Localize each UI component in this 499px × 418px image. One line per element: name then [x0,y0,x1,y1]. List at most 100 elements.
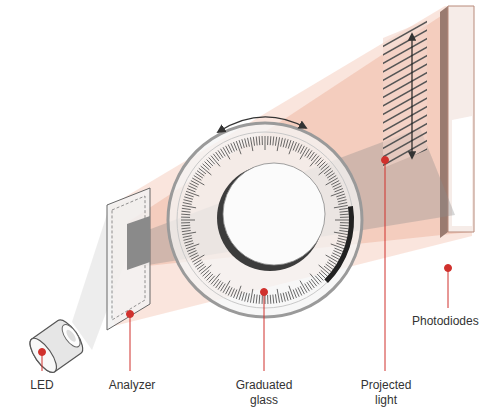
tick-mark [293,142,296,150]
part-label: LED [22,378,62,393]
tick-mark [181,214,190,216]
tick-mark [337,241,346,243]
grating-line [380,54,430,82]
tick-mark [242,292,244,301]
part-label: Graduated glass [232,378,296,408]
tick-mark [293,290,296,298]
tick-mark [288,291,291,300]
tick-mark [283,138,285,147]
tick-mark [259,136,261,145]
glass-hub [223,163,325,265]
grating-line [380,80,430,108]
tick-mark [338,236,347,238]
tick-mark [234,142,237,150]
tick-mark [335,248,343,251]
grating-line [380,97,430,125]
tick-mark [337,197,346,199]
tick-mark [338,238,347,240]
tick-mark [183,200,192,202]
part-label: Photodiodes [412,314,492,329]
tick-mark [296,289,300,297]
tick-mark [253,137,254,146]
tick-mark [289,141,294,154]
tick-mark [192,178,204,185]
tick-mark [248,293,250,302]
grating-line [380,71,430,99]
tick-mark [182,205,196,207]
motion-arrow [411,34,412,158]
tick-mark [334,186,342,190]
tick-mark [242,139,244,148]
tick-mark [182,232,196,234]
tick-mark [340,227,349,229]
tick-mark [248,138,250,147]
grating-line [380,131,430,159]
tick-mark [286,139,288,148]
tick-mark [270,295,272,304]
tick-mark [183,236,192,238]
tick-mark [239,291,242,300]
grating-line [380,88,430,116]
tick-mark [331,191,344,196]
tick-mark [277,137,279,151]
tick-mark [283,293,285,302]
photodiode-plate [448,6,474,232]
tick-mark [188,251,196,255]
tick-mark [185,243,194,246]
tick-mark [181,220,195,221]
grating-line [380,29,430,57]
tick-mark [236,141,241,154]
tick-mark [286,292,288,301]
grating-line [380,148,430,176]
tick-mark [272,295,274,304]
tick-mark [265,136,266,150]
tick-mark [335,220,349,221]
tick-mark [256,136,258,145]
tick-mark [186,244,199,249]
tick-mark [334,232,348,234]
tick-mark [275,137,276,146]
tick-mark [338,200,347,202]
analyzer-window [127,216,150,270]
tick-mark [259,295,261,304]
grating-line [380,20,430,48]
tick-mark [184,241,193,243]
tick-mark [335,189,343,192]
tick-mark [281,293,283,302]
tick-mark [181,225,190,227]
tick-mark [250,289,252,303]
photodiode-face [452,116,472,226]
tick-mark [250,137,252,151]
glass-rim [177,132,353,308]
tick-mark [336,243,345,246]
tick-mark [183,238,192,240]
glass-disk [168,123,362,317]
tick-mark [262,295,263,304]
grating-line [380,46,430,74]
tick-mark [185,194,194,197]
tick-mark [223,281,230,293]
tick-mark [339,208,348,209]
analyzer-plate [107,188,150,330]
tick-mark [340,225,349,227]
tick-mark [181,211,190,213]
tick-mark [334,205,348,207]
tick-mark [181,222,190,223]
tick-mark [262,136,263,145]
led [25,316,87,376]
tick-mark [181,227,190,229]
tick-mark [340,211,349,213]
light-beam [110,6,472,326]
tick-mark [186,191,199,196]
tick-mark [256,295,258,304]
tick-mark [340,214,349,216]
leader-lines [39,157,452,372]
tick-mark [183,203,192,205]
tick-mark [267,295,268,304]
part-label: Analyzer [97,378,167,393]
tick-mark [277,289,279,303]
grating-line [380,63,430,91]
tick-mark [192,255,204,262]
tick-mark [236,286,241,299]
